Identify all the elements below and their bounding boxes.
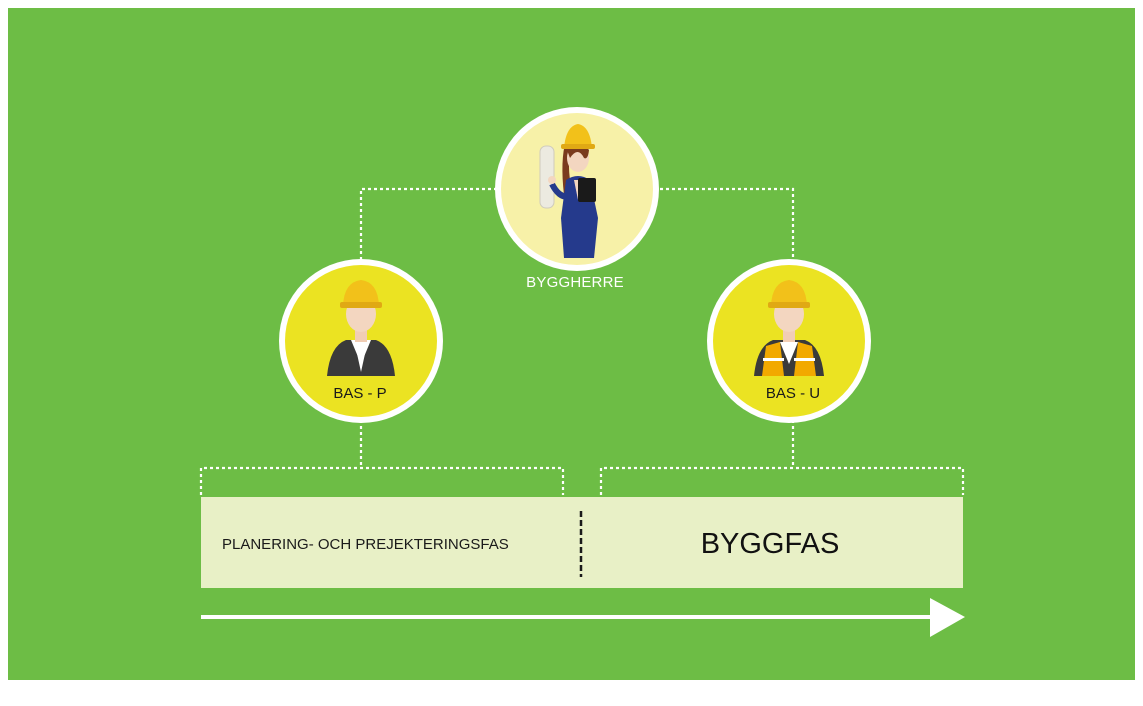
construction-phase-label: BYGGFAS [700, 528, 840, 560]
client-node [495, 107, 659, 271]
man-with-hardhat-and-suit-icon [327, 280, 395, 376]
worker-with-hardhat-and-vest-icon [754, 280, 824, 376]
bas-p-node [279, 259, 443, 423]
connector-client-to-bas-u [660, 187, 795, 262]
bas-u-label: BAS - U [765, 385, 821, 402]
connector-client-to-bas-p [359, 187, 497, 262]
connectors [199, 187, 965, 495]
bracket-planning [199, 466, 565, 495]
arrow-right-icon [201, 598, 965, 637]
client-label: BYGGHERRE [526, 274, 624, 291]
woman-with-hardhat-and-blueprint-icon [539, 124, 598, 258]
planning-phase-label: PLANERING- OCH PREJEKTERINGSFAS [222, 536, 509, 553]
bracket-construction [599, 466, 965, 495]
bas-p-label: BAS - P [333, 385, 387, 402]
bas-u-node [707, 259, 871, 423]
